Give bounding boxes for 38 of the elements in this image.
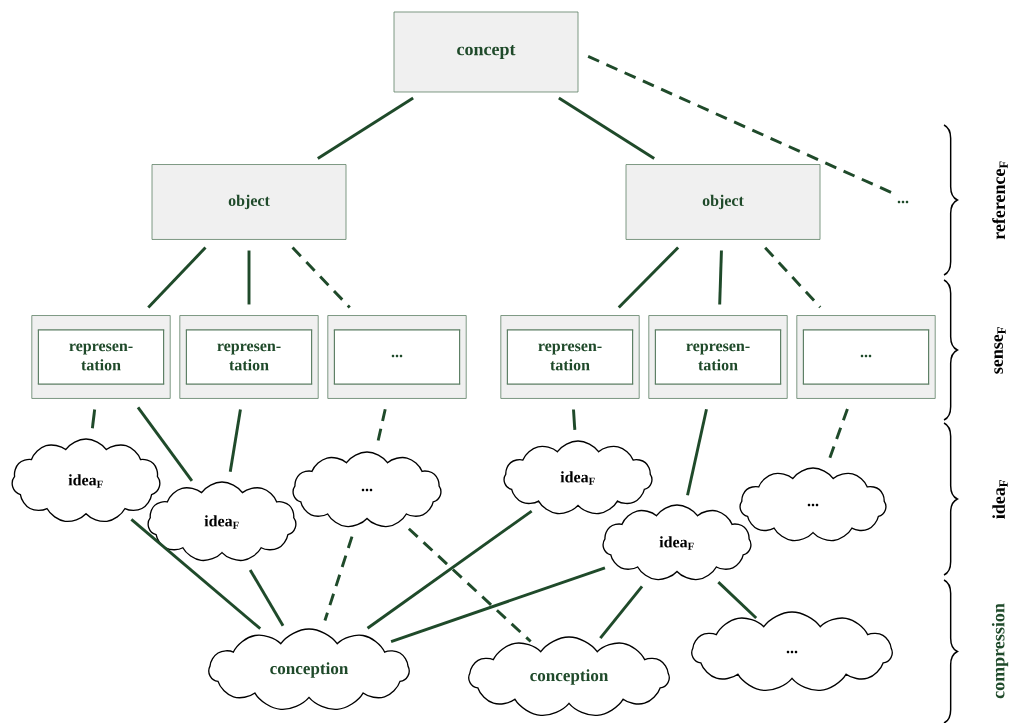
connector-line: [587, 55, 894, 195]
brace-label: compression: [991, 603, 1009, 699]
connector-line: [291, 246, 351, 309]
connector-line: [130, 518, 262, 630]
connector-line: [228, 409, 242, 472]
connector-line: [317, 96, 414, 160]
connector-line: [718, 250, 723, 305]
connector-line: [376, 408, 387, 443]
connector-line: [717, 581, 758, 620]
representation-box: represen- tation: [31, 315, 171, 399]
connector-line: [247, 250, 251, 305]
concept-box: concept: [393, 11, 579, 93]
ellipsis-text: ...: [897, 200, 909, 204]
connector-line: [248, 569, 285, 627]
connector-line: [617, 246, 680, 309]
connector-line: [323, 536, 354, 621]
connector-line: [764, 246, 822, 309]
representation-box: ...: [327, 315, 467, 399]
brace-label: sense$_{F}$: [994, 327, 1006, 374]
connector-line: [136, 406, 194, 482]
connector-line: [686, 408, 708, 496]
concept-box: object: [625, 164, 821, 240]
connector-line: [366, 509, 533, 630]
connector-line: [599, 585, 644, 640]
connector-line: [558, 96, 655, 160]
representation-box: represen- tation: [179, 315, 319, 399]
connector-line: [390, 566, 606, 644]
brace-label: reference$_{F}$: [992, 161, 1008, 240]
representation-box: ...: [796, 315, 936, 399]
connector-line: [827, 408, 849, 461]
connector-line: [407, 527, 532, 643]
brace-label: idea$_{F}$: [992, 480, 1008, 519]
concept-box: object: [151, 164, 347, 240]
connector-line: [90, 409, 97, 429]
representation-box: represen- tation: [500, 315, 640, 399]
connector-line: [147, 246, 207, 309]
connector-line: [572, 409, 577, 430]
representation-box: represen- tation: [648, 315, 788, 399]
